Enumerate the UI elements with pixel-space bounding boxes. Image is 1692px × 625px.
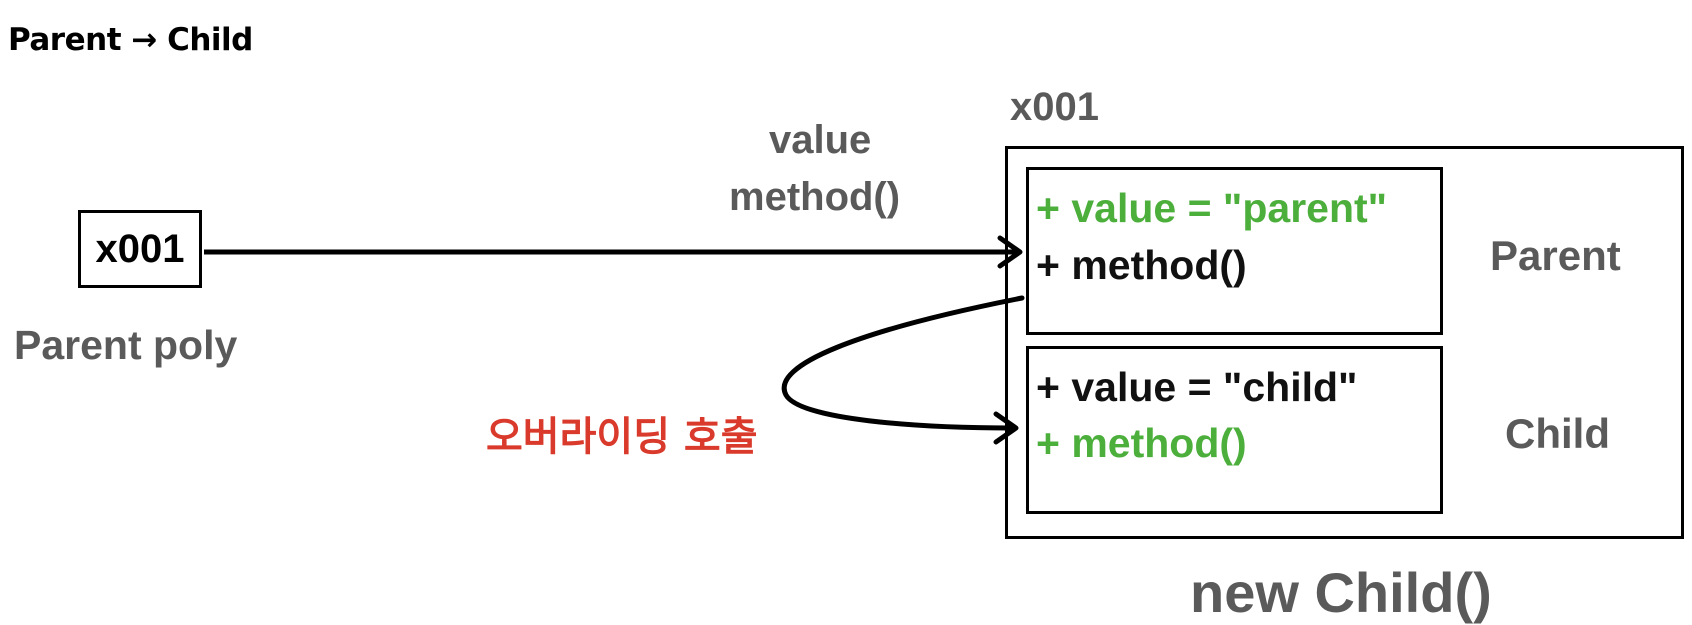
child-method-member: + method() [1036,420,1247,466]
arrow-label-method: method() [729,175,901,219]
parent-method-member: + method() [1036,242,1247,288]
override-call-label: 오버라이딩 호출 [486,414,758,460]
arrow-label-value: value [769,118,872,162]
child-section-box [1026,346,1443,514]
parent-value-member: + value = "parent" [1036,185,1388,231]
parent-section-label: Parent [1490,232,1621,279]
reference-address: x001 [95,226,185,271]
override-arrow-curve [781,295,1025,431]
arrows-layer [204,235,1025,445]
reference-caption: Parent poly [14,322,238,368]
instance-box [1005,146,1684,539]
parent-section-box [1026,167,1443,335]
reference-arrow-head [997,235,1023,269]
instance-address: x001 [1010,85,1099,129]
reference-variable-box: x001 [78,210,202,288]
child-value-member: + value = "child" [1036,364,1358,410]
override-arrow [781,295,1025,445]
child-section-label: Child [1505,410,1610,457]
diagram-heading: Parent → Child [8,22,253,58]
reference-arrow [204,235,1023,269]
override-arrow-head [993,411,1019,445]
